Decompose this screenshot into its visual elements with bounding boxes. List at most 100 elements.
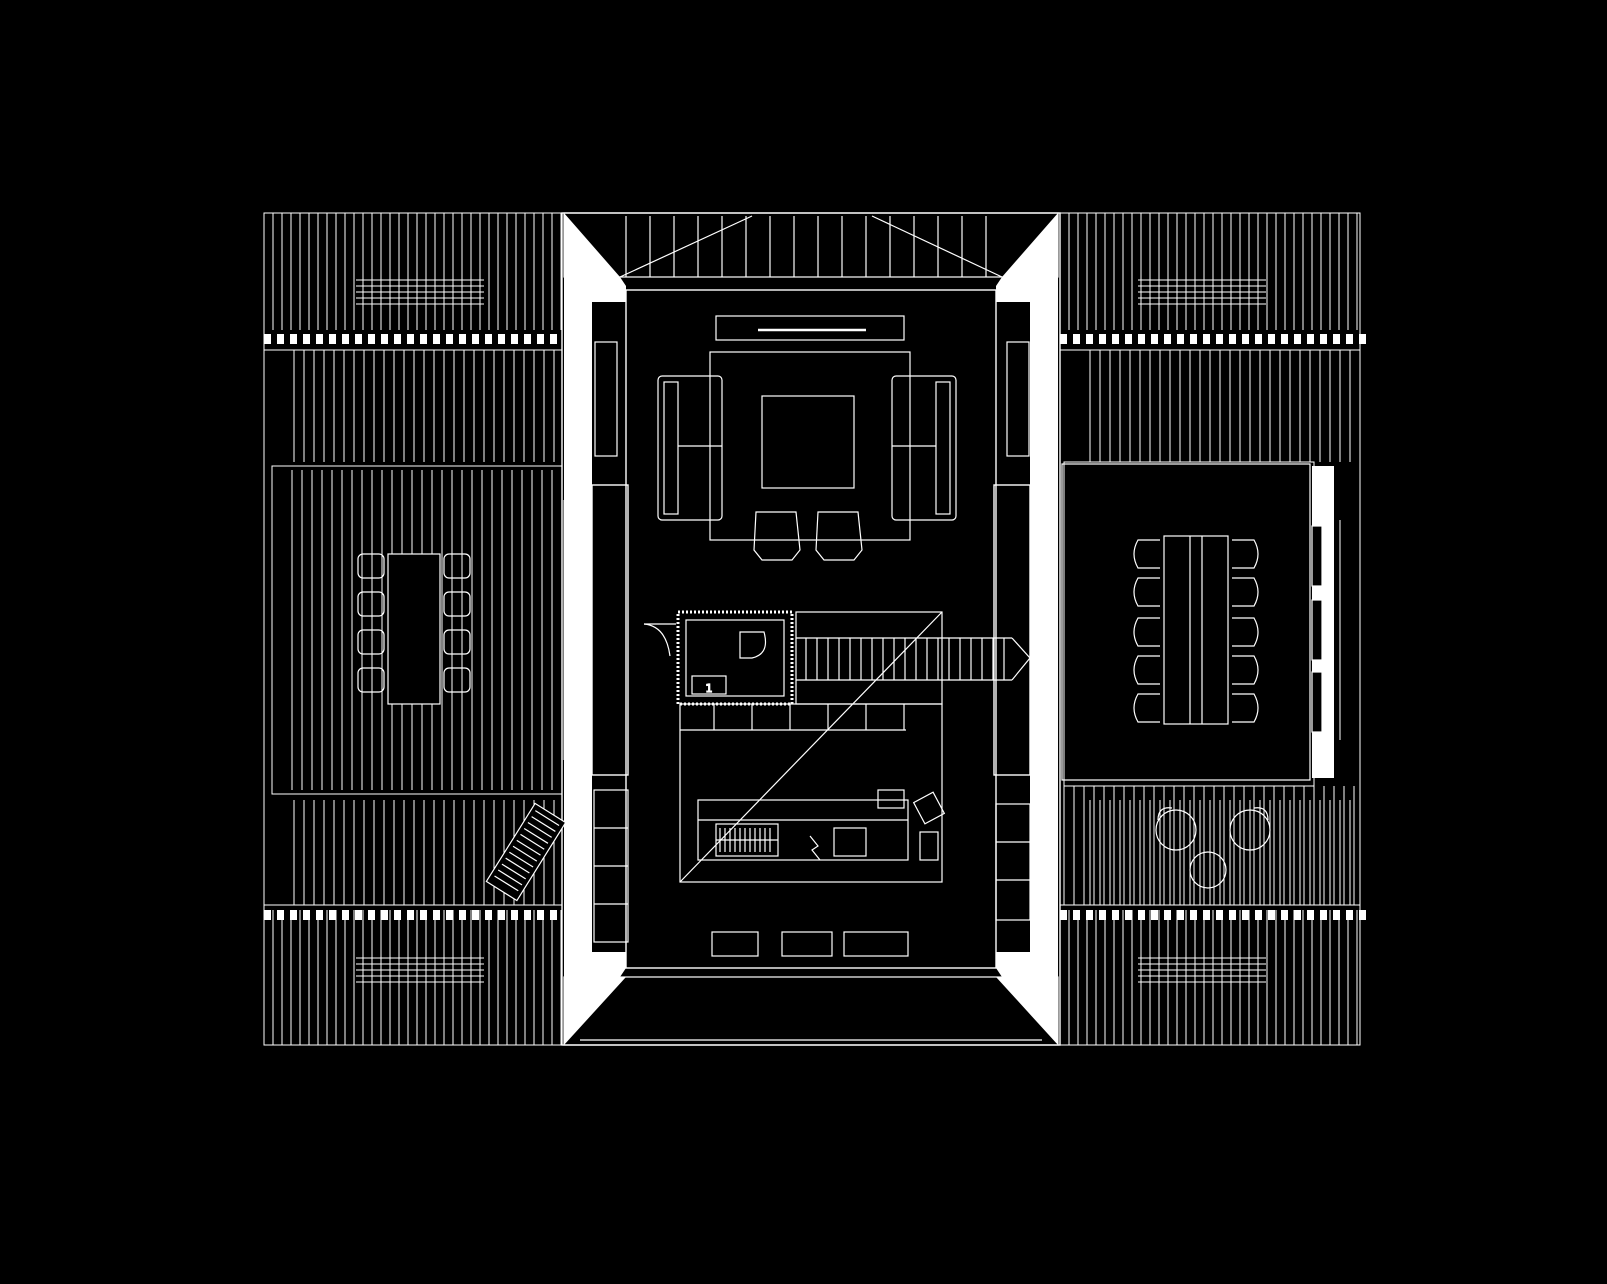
wc-basin (691, 675, 727, 695)
east-chair-left (1133, 577, 1160, 607)
lounger-slat (535, 810, 560, 827)
east-rail-post (1138, 334, 1145, 344)
west-dining-chairs (357, 553, 471, 693)
entry-bench-1 (711, 931, 759, 957)
void-below-stair (679, 703, 943, 883)
lounge-chair-2-back (1253, 807, 1269, 821)
west-wall-opening (591, 484, 629, 776)
west-rail-post (485, 910, 492, 920)
kitchen-sink (833, 827, 867, 857)
east-sofa (891, 375, 957, 521)
west-rail-post (368, 910, 375, 920)
lounger-slat (501, 863, 527, 880)
landing-ticks (713, 704, 905, 730)
east-rail-post (1346, 334, 1353, 344)
west-sofa-back (663, 381, 679, 515)
sun-lounger (485, 802, 567, 902)
east-rail-post (1229, 334, 1236, 344)
east-rail-post (1190, 910, 1197, 920)
west-rail-post (472, 334, 479, 344)
east-rail-post (1190, 334, 1197, 344)
west-rail-post (264, 334, 271, 344)
lounge-chair-2 (1229, 809, 1271, 851)
east-rail-post (1216, 910, 1223, 920)
west-rail-post (537, 334, 544, 344)
west-rail-post (550, 334, 557, 344)
east-rail-post (1333, 334, 1340, 344)
west-chair-right (443, 553, 471, 579)
east-rail-post (1229, 910, 1236, 920)
east-rail-post (1151, 334, 1158, 344)
west-rail-post (290, 334, 297, 344)
lounger-slat (523, 827, 549, 844)
wc-enclosure (676, 610, 794, 706)
structure (561, 212, 1061, 1046)
coffee-table (761, 395, 855, 489)
west-rail-post (303, 910, 310, 920)
west-rail-post (394, 910, 401, 920)
lounger-slat (512, 845, 538, 862)
east-chair-right (1232, 577, 1259, 607)
void-diagonal (679, 611, 943, 883)
west-rail-post (537, 910, 544, 920)
armchair-1 (753, 511, 801, 561)
wc-door-swing (643, 623, 671, 657)
east-rail-post (1164, 334, 1171, 344)
east-chair-right (1232, 655, 1259, 685)
west-dining-terrace (357, 553, 567, 902)
east-rail-post (1268, 910, 1275, 920)
west-rail-post (264, 910, 271, 920)
north-loggia (563, 212, 1059, 278)
east-rail-post (1320, 910, 1327, 920)
entry-bench-2 (781, 931, 833, 957)
east-rail-post (1307, 910, 1314, 920)
west-rail-post (459, 334, 466, 344)
west-rail-post (459, 910, 466, 920)
west-rail-post (303, 334, 310, 344)
bar-stool-1 (877, 789, 905, 809)
lounger-slat (497, 869, 523, 886)
bar-stool-2 (912, 791, 946, 825)
east-rail-post (1112, 334, 1119, 344)
west-rail-post (498, 334, 505, 344)
west-rail-post (472, 910, 479, 920)
lounger-slat (531, 816, 556, 832)
west-sofa (657, 375, 723, 521)
east-rail-post (1346, 910, 1353, 920)
stair-core: 1 (643, 610, 1031, 883)
west-rail-post (407, 334, 414, 344)
toilet (739, 631, 767, 659)
east-rail-post (1203, 334, 1210, 344)
east-room-outline (1061, 463, 1311, 781)
east-rail-post (1268, 334, 1275, 344)
east-rail-post (1125, 910, 1132, 920)
lounger-frame (485, 802, 567, 902)
west-rail-post (316, 334, 323, 344)
west-rail-post (446, 334, 453, 344)
east-rail-post (1099, 910, 1106, 920)
west-rail-post (394, 334, 401, 344)
west-central-wall (564, 277, 626, 977)
east-sofa-back (935, 381, 951, 515)
east-central-wall (996, 277, 1058, 977)
east-rail-post (1060, 910, 1067, 920)
cooktop-grate (716, 828, 778, 852)
lounger-slat (520, 833, 545, 850)
east-rail-post (1359, 334, 1366, 344)
east-terrace (1059, 212, 1366, 1046)
east-rail-post (1073, 910, 1080, 920)
west-rail-post (511, 334, 518, 344)
east-rail-post (1138, 910, 1145, 920)
west-rail-post (381, 334, 388, 344)
armchair-2 (815, 511, 863, 561)
east-rail-post (1112, 910, 1119, 920)
east-chair-right (1232, 617, 1259, 647)
east-rail-post (1359, 910, 1366, 920)
east-dining-chairs (1133, 539, 1259, 723)
stair-step-number: 1 (706, 682, 713, 695)
east-shelf (1006, 341, 1030, 457)
west-chair-right (443, 667, 471, 693)
